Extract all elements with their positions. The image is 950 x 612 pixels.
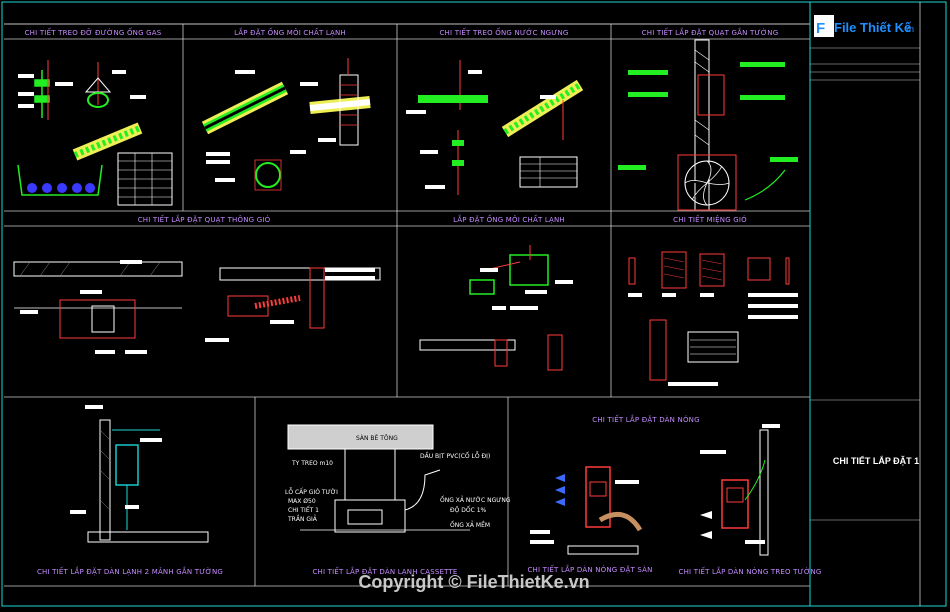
panel-10-sub-left: CHI TIẾT LẮP DÀN NÓNG ĐẶT SÀN — [527, 564, 652, 574]
panel-2-title: LẮP ĐẶT ỐNG MÔI CHẤT LẠNH — [234, 27, 346, 37]
panel-3-title: CHI TIẾT TREO ỐNG NƯỚC NGƯNG — [439, 27, 568, 37]
cassette-ceiling-label: TRẦN GIẢ — [287, 515, 318, 523]
cassette-max-label: MAX Ø50 — [288, 498, 316, 505]
panel-3-drawing — [406, 60, 584, 195]
panel-5-drawing — [13, 260, 381, 354]
panel-6-title: LẮP ĐẶT ỐNG MÔI CHẤT LẠNH — [453, 214, 565, 224]
panel-4-drawing — [618, 39, 798, 211]
cassette-rod-label: TY TREO m10 — [291, 460, 333, 467]
panel-8-drawing — [70, 405, 209, 543]
cassette-detail-label: CHI TIẾT 1 — [288, 506, 319, 514]
title-block: F File Thiết Kế .vn CHI TIẾT LẮP ĐẶT 1 — [814, 6, 919, 466]
panel-9-title: CHI TIẾT LẮP ĐẶT DÀN LẠNH CASSETTE — [312, 566, 457, 576]
copyright-watermark: Copyright © FileThietKe.vn — [358, 572, 589, 592]
logo-mark — [814, 15, 834, 37]
panel-10-sub-right: CHI TIẾT LẮP DÀN NÓNG TREO TƯỜNG — [678, 566, 821, 576]
panel-7-title: CHI TIẾT MIỆNG GIÓ — [673, 214, 747, 224]
drawing-title: CHI TIẾT LẮP ĐẶT 1 — [833, 456, 919, 466]
panel-9-drawing: SÀN BÊ TÔNG TY TREO m10 DẦU BỊT PVC(CỐ L… — [285, 424, 511, 533]
panel-1-title: CHI TIẾT TREO ĐỠ ĐƯỜNG ỐNG GAS — [25, 27, 162, 37]
cassette-drain-label: DẦU BỊT PVC(CỐ LỖ ĐỊ) — [420, 452, 490, 460]
cassette-slope-label: ĐỘ DỐC 1% — [450, 506, 487, 514]
panel-10-drawing — [530, 424, 780, 556]
panel-10-title: CHI TIẾT LẮP ĐẶT DÀN NÓNG — [592, 414, 699, 424]
cassette-pipe-soft-label: ỐNG XẢ MỀM — [450, 521, 490, 529]
svg-text:F: F — [816, 20, 825, 37]
panel-1-drawing — [17, 60, 173, 206]
panel-5-title: CHI TIẾT LẮP ĐẶT QUẠT THÔNG GIÓ — [138, 214, 271, 224]
cassette-pipe-slope-label: ỐNG XẢ NƯỚC NGƯNG — [440, 496, 511, 504]
cassette-slab-label: SÀN BÊ TÔNG — [356, 434, 398, 442]
panel-2-drawing — [201, 58, 371, 191]
panel-titles: CHI TIẾT TREO ĐỠ ĐƯỜNG ỐNG GAS LẮP ĐẶT Ố… — [25, 27, 822, 576]
panel-7-drawing — [628, 251, 798, 386]
panel-6-drawing — [419, 245, 573, 371]
logo-text: File Thiết Kế — [834, 20, 912, 35]
logo-suffix: .vn — [902, 24, 914, 34]
panel-4-title: CHI TIẾT LẮP ĐẶT QUẠT GẮN TƯỜNG — [642, 27, 779, 37]
panel-8-title: CHI TIẾT LẮP ĐẶT DÀN LẠNH 2 MẢNH GẮN TƯỜ… — [37, 566, 223, 576]
cassette-hole-label: LỖ CẤP GIÓ TƯỜI — [285, 488, 338, 496]
